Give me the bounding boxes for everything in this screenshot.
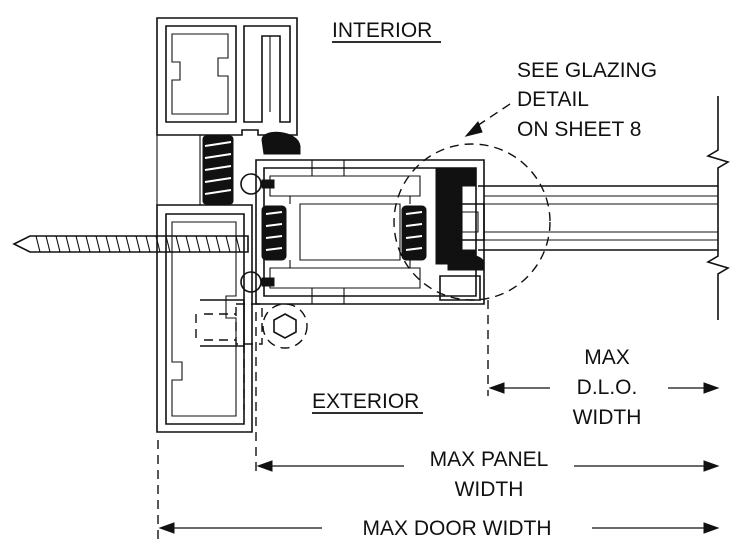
panel-label-line-2: WIDTH [455,478,524,501]
thermal-break-right [401,205,427,261]
dlo-label-line-2: D.L.O. [577,376,638,399]
dlo-dimension-line [488,382,720,394]
thermal-break-left [261,205,287,261]
glass-lite [478,185,718,251]
glazing-pocket [435,167,485,301]
anchor-screw [12,235,249,253]
glazing-detail-callout [393,103,551,301]
pile-weatherstrip-upper [202,135,234,205]
fastener-heads [240,173,275,293]
interior-label: INTERIOR [332,19,432,42]
dimension-extension-lines [157,300,489,540]
dlo-label-line-1: MAX [584,346,630,369]
jamb-frame-lower [156,204,253,433]
pivot-hardware [235,303,308,410]
panel-dimension-line [256,460,720,472]
break-line [706,96,730,320]
glazing-note-line-3: ON SHEET 8 [517,118,641,141]
panel-label-line-1: MAX PANEL [430,448,549,471]
exterior-label: EXTERIOR [312,390,419,413]
glazing-note-line-1: SEE GLAZING [517,59,657,82]
dlo-label-line-3: WIDTH [573,406,642,429]
glazing-note-line-2: DETAIL [517,88,589,111]
door-dimension-line [158,522,720,534]
door-width-label: MAX DOOR WIDTH [363,517,552,540]
bulb-gasket-upper [261,131,301,155]
